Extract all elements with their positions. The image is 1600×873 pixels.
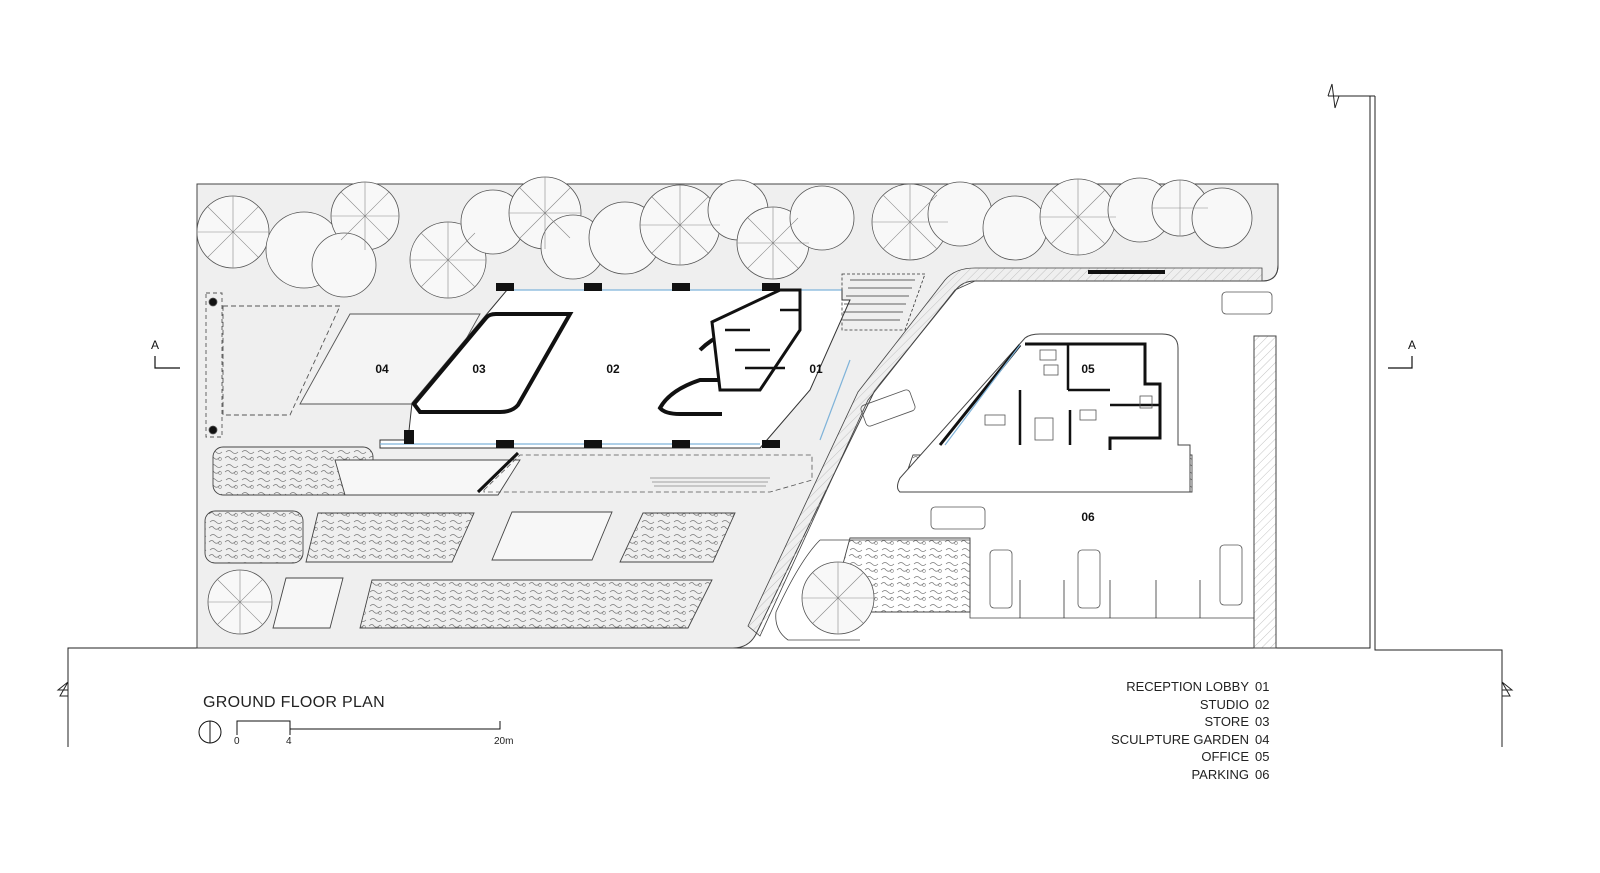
office-building [897,333,1191,493]
scale-tick-20m: 20m [494,736,514,747]
trees [196,176,1253,635]
stair [841,273,926,331]
room-legend: RECEPTION LOBBY 01 STUDIO 02 STORE 03 SCULP… [1111,678,1277,784]
legend-row: STUDIO 02 [1111,696,1277,714]
section-marker-label: A [151,338,159,352]
store-room-walls [411,312,574,414]
room-labels: 01 02 03 04 05 06 [375,362,1095,524]
main-building [379,273,926,494]
legend-name: STORE [1204,714,1249,730]
room-label-01: 01 [809,362,823,376]
room-label-06: 06 [1081,510,1095,524]
legend-code: 02 [1255,696,1270,712]
room-label-03: 03 [472,362,486,376]
legend-code: 04 [1255,731,1270,747]
legend-code: 03 [1255,714,1270,730]
legend-row: STORE 03 [1111,713,1277,731]
scale-tick-0: 0 [234,736,240,747]
legend-name: PARKING [1191,766,1249,782]
room-label-05: 05 [1081,362,1095,376]
legend-row: PARKING 06 [1111,766,1277,784]
legend-name: OFFICE [1201,749,1249,765]
legend-code: 01 [1255,679,1270,694]
room-label-04: 04 [375,362,389,376]
north-arrow-icon [198,720,222,744]
drawing-title: GROUND FLOOR PLAN [203,694,386,711]
legend-row: SCULPTURE GARDEN 04 [1111,731,1277,749]
room-label-02: 02 [606,362,620,376]
scale-bar [236,720,501,735]
legend-name: STUDIO [1199,696,1249,712]
scale-tick-4: 4 [286,736,292,747]
section-marker-label: A [1408,338,1416,352]
legend-name: RECEPTION LOBBY [1126,679,1249,694]
legend-name: SCULPTURE GARDEN [1111,731,1249,747]
legend-code: 06 [1255,766,1270,782]
legend-code: 05 [1255,749,1270,765]
legend-row: OFFICE 05 [1111,748,1277,766]
legend-row: RECEPTION LOBBY 01 [1111,678,1277,696]
street-lines [56,83,1514,747]
parking [775,270,1273,641]
section-marker-right: A [1388,338,1416,369]
section-marker-left: A [151,338,180,369]
